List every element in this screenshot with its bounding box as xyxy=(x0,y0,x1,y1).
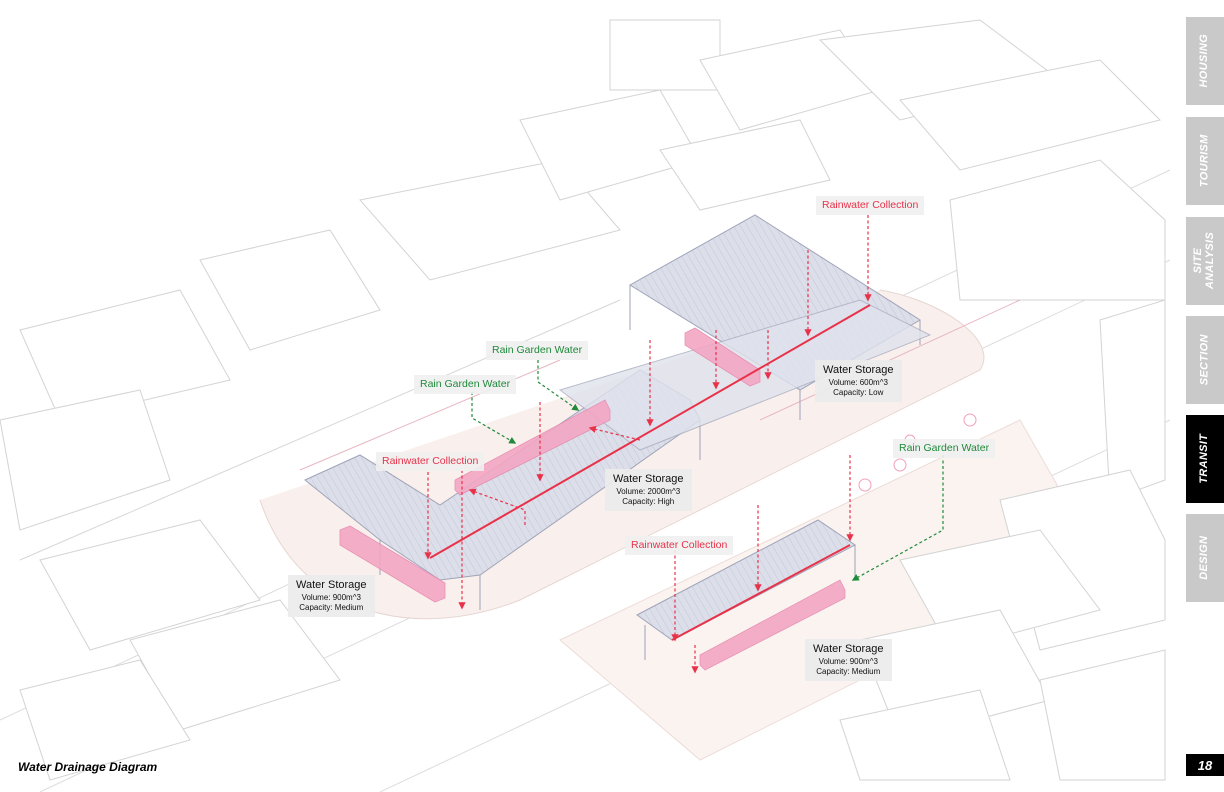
storage-box-top: Water Storage Volume: 600m^3 Capacity: L… xyxy=(815,360,902,402)
rain-garden-label-2: Rain Garden Water xyxy=(414,375,517,394)
storage-volume: Volume: 2000m^3 xyxy=(616,486,681,496)
rainwater-label-top: Rainwater Collection xyxy=(816,196,925,215)
tab-design[interactable]: DESIGN xyxy=(1186,514,1224,602)
rain-garden-arrows xyxy=(471,360,944,581)
storage-box-left: Water Storage Volume: 900m^3 Capacity: M… xyxy=(288,575,375,617)
storage-volume: Volume: 600m^3 xyxy=(828,377,888,387)
tank-north xyxy=(684,327,761,387)
pipe-main xyxy=(429,304,871,559)
storage-capacity: Capacity: High xyxy=(622,496,675,506)
storage-title: Water Storage xyxy=(813,643,884,655)
context-buildings xyxy=(0,19,1166,781)
storage-title: Water Storage xyxy=(823,364,894,376)
tab-housing[interactable]: HOUSING xyxy=(1186,17,1224,105)
storage-capacity: Capacity: Medium xyxy=(299,602,364,612)
page-title: Water Drainage Diagram xyxy=(18,760,158,774)
page-number: 18 xyxy=(1186,754,1224,776)
storage-volume: Volume: 900m^3 xyxy=(818,656,878,666)
tab-transit[interactable]: TRANSIT xyxy=(1186,415,1224,503)
storage-title: Water Storage xyxy=(613,473,684,485)
tank-central xyxy=(454,399,611,496)
tank-left xyxy=(339,525,446,603)
rainwater-label-left: Rainwater Collection xyxy=(376,452,485,471)
pipe-south xyxy=(671,544,851,641)
tank-south xyxy=(699,579,846,671)
storage-capacity: Capacity: Low xyxy=(833,387,884,397)
rainwater-arrows xyxy=(424,215,872,674)
tab-section[interactable]: SECTION xyxy=(1186,316,1224,404)
tab-site-analysis[interactable]: SITE ANALYSIS xyxy=(1186,217,1224,305)
rain-garden-label-1: Rain Garden Water xyxy=(486,341,589,360)
storage-volume: Volume: 900m^3 xyxy=(301,592,361,602)
storage-box-bottom: Water Storage Volume: 900m^3 Capacity: M… xyxy=(805,639,892,681)
rain-garden-label-3: Rain Garden Water xyxy=(893,439,996,458)
storage-capacity: Capacity: Medium xyxy=(816,666,881,676)
storage-tanks xyxy=(339,327,846,671)
storage-box-middle: Water Storage Volume: 2000m^3 Capacity: … xyxy=(605,469,692,511)
tab-tourism[interactable]: TOURISM xyxy=(1186,117,1224,205)
rainwater-label-bottom: Rainwater Collection xyxy=(625,536,734,555)
storage-title: Water Storage xyxy=(296,579,367,591)
canopy-south xyxy=(636,519,856,660)
rainwater-pipes xyxy=(429,304,871,641)
